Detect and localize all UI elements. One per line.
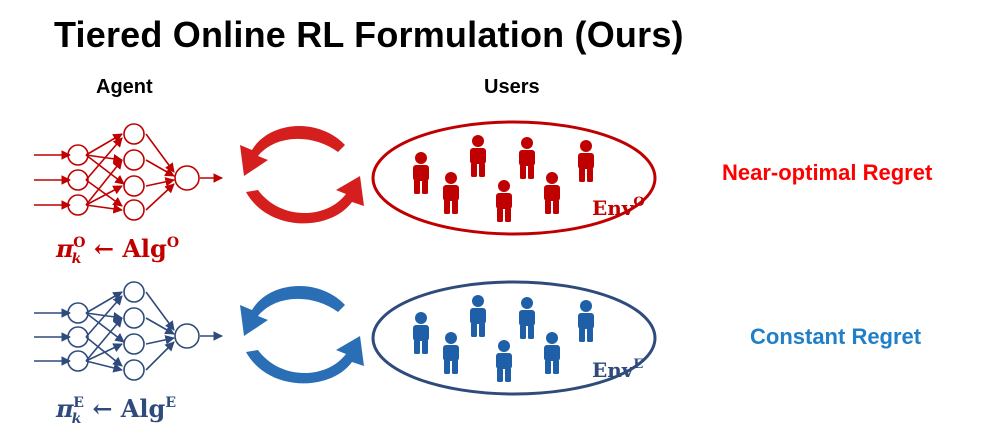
- users-environment-ellipse: [371, 280, 657, 396]
- near-optimal-regret-label: Near-optimal Regret: [722, 160, 933, 185]
- users-header: Users: [484, 76, 540, 98]
- cycle-arrows-icon: [240, 286, 364, 384]
- constant-regret-label: Constant Regret: [750, 324, 922, 349]
- policy-formula-e: πkE ← AlgE: [56, 394, 176, 427]
- neural-network-icon: [34, 123, 223, 221]
- users-environment-ellipse: [371, 120, 657, 236]
- user-group-icon: [413, 135, 594, 222]
- env-o-label: EnvO: [592, 195, 645, 220]
- user-group-icon: [413, 295, 594, 382]
- policy-formula-o: πkO ← AlgO: [56, 234, 180, 267]
- agent-header: Agent: [96, 76, 153, 98]
- page-title: Tiered Online RL Formulation (Ours): [54, 14, 684, 55]
- neural-network-icon: [34, 281, 223, 381]
- env-e-label: EnvE: [592, 357, 644, 382]
- cycle-arrows-icon: [240, 126, 364, 224]
